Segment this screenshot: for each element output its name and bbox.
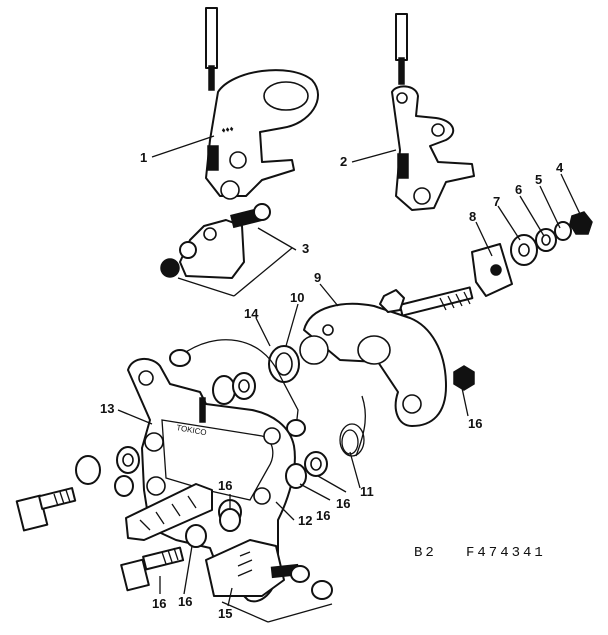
callout-16-b: 16: [218, 478, 232, 493]
callout-13: 13: [100, 401, 114, 416]
callout-10: 10: [290, 290, 304, 305]
callout-12: 12: [298, 513, 312, 528]
callout-2: 2: [340, 154, 347, 169]
callout-16-e: 16: [152, 596, 166, 611]
part-10-spring-washer: [268, 345, 300, 383]
callout-15: 15: [218, 606, 232, 621]
callout-3: 3: [302, 241, 309, 256]
svg-text:♦♦♦: ♦♦♦: [221, 124, 235, 135]
callout-7: 7: [493, 194, 500, 209]
callout-14: 14: [244, 306, 259, 321]
part-14-wire-retainer: [169, 339, 306, 437]
figure-number: F474341: [466, 545, 546, 561]
part-9-caliper-bracket: [299, 286, 475, 427]
callout-6: 6: [515, 182, 522, 197]
part-15-pin-assembly: [205, 539, 333, 623]
callout-8: 8: [469, 209, 476, 224]
part-11-torsion-spring: [339, 395, 367, 457]
left-bolt-assembly: [15, 446, 140, 532]
part-2-linkage-arm: [391, 13, 475, 211]
loose-washers-16: [219, 451, 328, 532]
callout-5: 5: [535, 172, 542, 187]
callout-16-a: 16: [468, 416, 482, 431]
washer-stack: [471, 211, 593, 297]
part-1-linkage-arm: ♦♦♦: [205, 7, 319, 200]
callout-9: 9: [314, 270, 321, 285]
callout-4: 4: [556, 160, 564, 175]
section-code: B2: [414, 545, 437, 561]
callout-16-f: 16: [178, 594, 192, 609]
lower-bolt-assembly: [120, 524, 207, 592]
callouts: 1 2 3 4 5 6 7 8 9 10 11 12 13 14 15 16 1…: [100, 150, 564, 621]
callout-1: 1: [140, 150, 147, 165]
callout-16-d: 16: [336, 496, 350, 511]
part-3-bracket: [160, 203, 293, 297]
leader-lines: [117, 135, 581, 607]
callout-11: 11: [360, 484, 374, 499]
callout-16-c: 16: [316, 508, 330, 523]
